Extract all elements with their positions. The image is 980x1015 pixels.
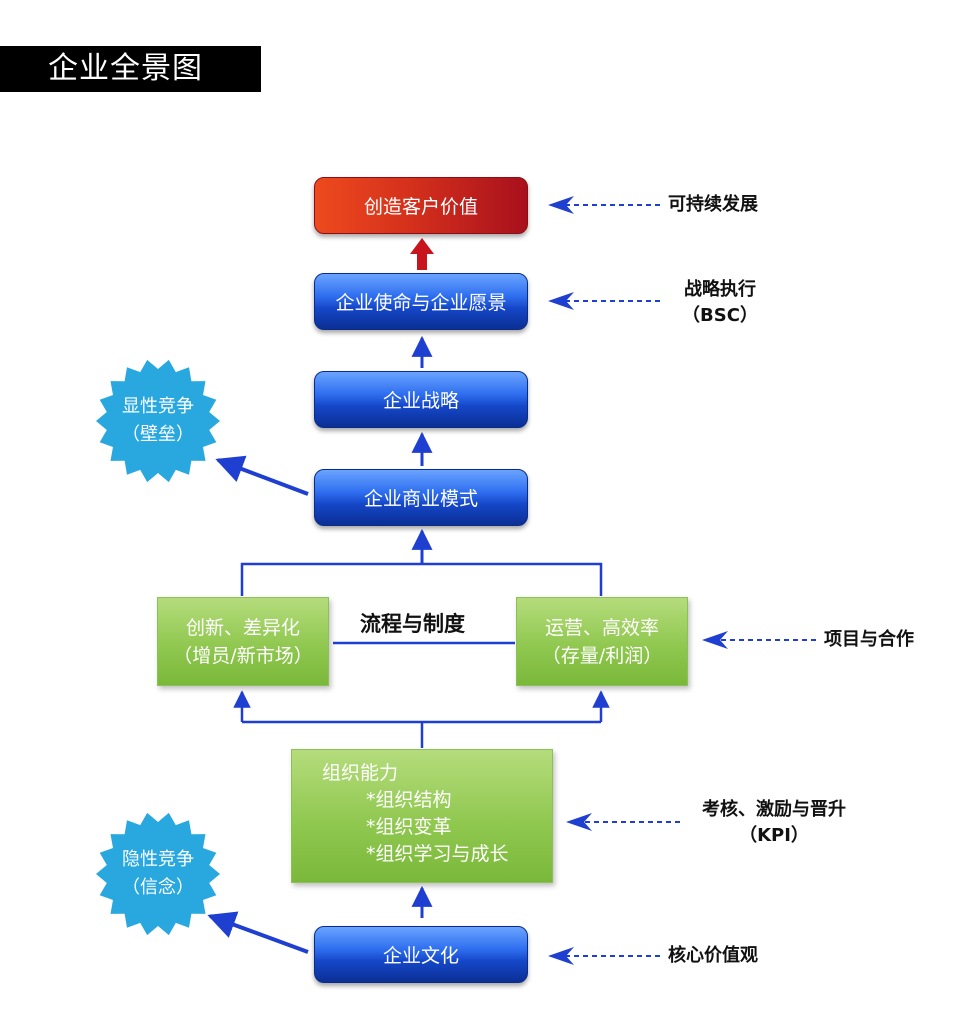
- red-up-arrow: [410, 238, 434, 270]
- mission-vision-node: 企业使命与企业愿景: [314, 273, 528, 330]
- explicit-line-2: （壁垒）: [122, 424, 194, 445]
- strategy-node: 企业战略: [314, 371, 528, 428]
- strategy-exec-line-1: 战略执行: [684, 279, 756, 300]
- project-label: 项目与合作: [824, 629, 914, 650]
- business-model-node: 企业商业模式: [314, 469, 528, 526]
- upper-bracket: [240, 562, 603, 645]
- kpi-label: 考核、激励与晋升 （KPI）: [688, 797, 860, 849]
- process-label: 流程与制度: [360, 612, 465, 636]
- page-title: 企业全景图: [0, 46, 261, 92]
- implicit-competition-text: 隐性竞争 （信念）: [98, 846, 218, 902]
- gear-arrows: [207, 455, 309, 954]
- strategy-exec-line-2: （BSC）: [682, 305, 758, 326]
- implicit-line-2: （信念）: [122, 877, 194, 898]
- sustainable-label: 可持续发展: [668, 194, 758, 215]
- implicit-line-1: 隐性竞争: [122, 849, 194, 870]
- lower-bracket: [233, 690, 610, 748]
- kpi-line-1: 考核、激励与晋升: [702, 799, 846, 820]
- org-item: *组织结构: [366, 789, 452, 811]
- org-item: *组织变革: [366, 816, 452, 838]
- operation-line-2: （存量/利润）: [541, 644, 663, 667]
- culture-node: 企业文化: [314, 926, 528, 983]
- implicit-competition-gear: [96, 812, 220, 936]
- side-arrowheads: [548, 196, 728, 965]
- customer-value-node: 创造客户价值: [314, 177, 528, 234]
- org-capability-node: 组织能力 *组织结构 *组织变革 *组织学习与成长: [291, 749, 553, 883]
- innovation-node: 创新、差异化 （增员/新市场）: [157, 597, 329, 686]
- innovation-line-1: 创新、差异化: [185, 616, 300, 639]
- innovation-line-2: （增员/新市场）: [173, 644, 313, 667]
- strategy-exec-label: 战略执行 （BSC）: [668, 277, 772, 329]
- explicit-line-1: 显性竞争: [122, 396, 194, 417]
- explicit-competition-gear: [96, 359, 220, 483]
- org-capability-heading: 组织能力: [322, 762, 399, 784]
- org-item: *组织学习与成长: [366, 843, 509, 865]
- operation-node: 运营、高效率 （存量/利润）: [516, 597, 688, 686]
- core-values-label: 核心价值观: [668, 945, 758, 966]
- operation-line-1: 运营、高效率: [544, 616, 659, 639]
- kpi-line-2: （KPI）: [739, 825, 809, 846]
- side-connectors: [558, 204, 816, 957]
- explicit-competition-text: 显性竞争 （壁垒）: [98, 393, 218, 449]
